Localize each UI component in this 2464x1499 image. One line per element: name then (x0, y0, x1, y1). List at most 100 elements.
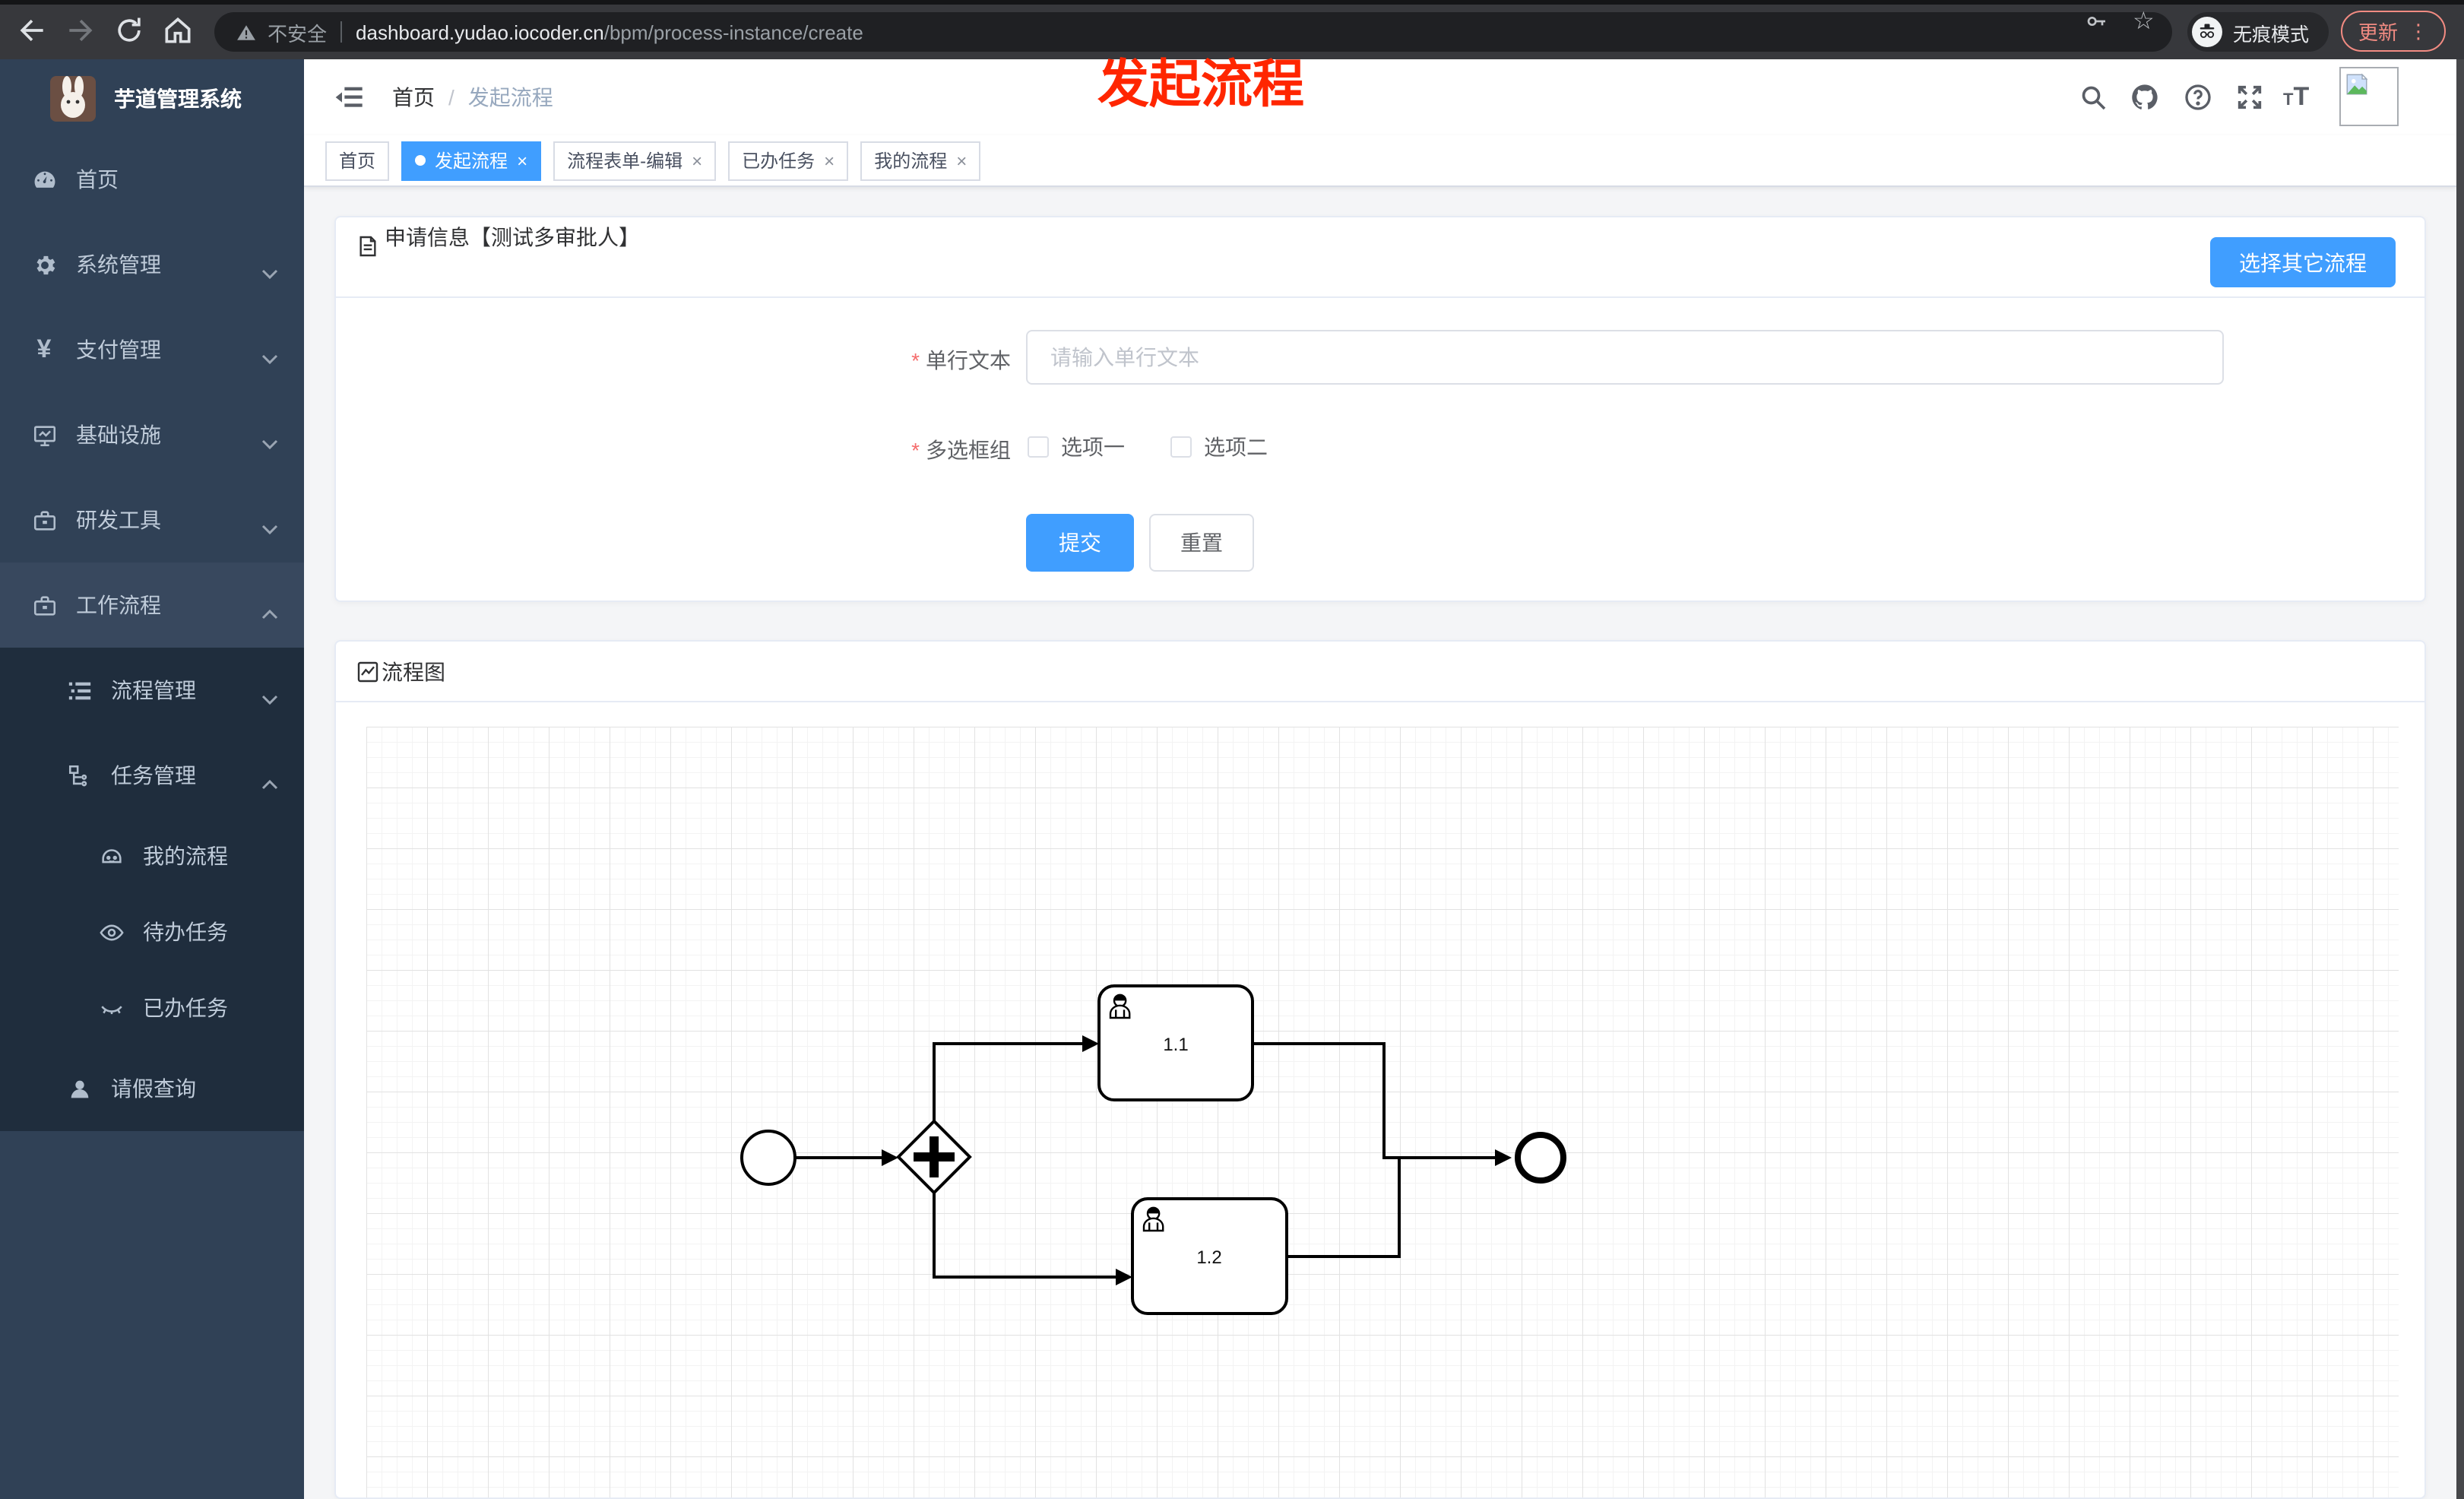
chevron-down-icon (261, 685, 278, 705)
breadcrumb-home[interactable]: 首页 (392, 85, 435, 109)
card-title: 申请信息【测试多审批人】 (385, 224, 640, 249)
submit-button[interactable]: 提交 (1026, 514, 1134, 572)
sidebar-item-workflow[interactable]: 工作流程 (0, 563, 304, 648)
briefcase-icon (30, 591, 58, 619)
sidebar-item-home[interactable]: 首页 (0, 137, 304, 222)
task-label: 1.1 (1163, 1035, 1188, 1055)
task-label: 1.2 (1196, 1247, 1221, 1268)
annotation-text: 发起流程 (1097, 56, 1304, 114)
close-icon[interactable]: × (692, 150, 703, 171)
single-line-text-input[interactable] (1026, 330, 2224, 385)
incognito-badge: 无痕模式 (2187, 12, 2329, 52)
chevron-up-icon (261, 600, 278, 619)
tags-bar: 首页 发起流程× 流程表单-编辑× 已办任务× 我的流程× (304, 135, 2456, 187)
sidebar: 芋道管理系统 首页 系统管理 ¥ 支付管理 基础设施 研发工具 工作 (0, 59, 304, 1499)
chevron-down-icon (261, 344, 278, 364)
back-button[interactable] (15, 14, 49, 47)
tag-start-process[interactable]: 发起流程× (401, 141, 542, 180)
reset-button[interactable]: 重置 (1149, 514, 1254, 572)
logo-row: 芋道管理系统 (0, 59, 304, 137)
browser-scrollbar[interactable] (2456, 59, 2464, 1499)
robot-icon (97, 842, 125, 870)
workflow-submenu: 流程管理 任务管理 我的流程 待办任务 已办任务 请假 (0, 648, 304, 1131)
sidebar-item-my-process[interactable]: 我的流程 (0, 818, 304, 894)
choose-other-process-button[interactable]: 选择其它流程 (2210, 237, 2396, 287)
tag-my-process[interactable]: 我的流程× (860, 141, 981, 180)
gear-icon (30, 251, 58, 278)
toolbox-icon (30, 506, 58, 534)
dashboard-icon (30, 166, 58, 193)
document-icon (356, 234, 380, 258)
eye-icon (97, 918, 125, 946)
flow-diagram-card: 流程图 (334, 640, 2426, 1499)
sidebar-item-task-mgmt[interactable]: 任务管理 (0, 733, 304, 818)
avatar[interactable] (2339, 67, 2399, 126)
home-button[interactable] (161, 14, 195, 47)
sidebar-item-leave-query[interactable]: 请假查询 (0, 1046, 304, 1131)
bpmn-end-event (1515, 1132, 1566, 1184)
insecure-warning-icon (237, 24, 255, 40)
breadcrumb-current: 发起流程 (467, 85, 553, 109)
apply-info-card: 申请信息【测试多审批人】 选择其它流程 *单行文本 *多选框组 选项一 选项二 … (334, 216, 2426, 602)
hamburger-icon[interactable] (334, 82, 365, 113)
tree-icon (65, 762, 93, 789)
close-icon[interactable]: × (517, 150, 528, 171)
tag-done-task[interactable]: 已办任务× (728, 141, 849, 180)
monitor-icon (30, 421, 58, 448)
logo-avatar (50, 75, 96, 121)
sidebar-item-system[interactable]: 系统管理 (0, 222, 304, 307)
sidebar-item-devtools[interactable]: 研发工具 (0, 477, 304, 563)
sidebar-item-done-task[interactable]: 已办任务 (0, 970, 304, 1046)
user-icon (65, 1075, 93, 1102)
incognito-icon (2192, 17, 2222, 47)
bpmn-task-1-2 (1131, 1197, 1288, 1315)
incognito-label: 无痕模式 (2233, 24, 2310, 45)
github-icon[interactable] (2130, 65, 2160, 129)
breadcrumb: 首页 / 发起流程 (392, 59, 553, 135)
app-title: 芋道管理系统 (114, 86, 242, 110)
field-label-text: *单行文本 (911, 348, 1011, 372)
checkbox-option2[interactable] (1170, 436, 1192, 458)
chevron-up-icon (261, 770, 278, 789)
sidebar-item-pay[interactable]: ¥ 支付管理 (0, 307, 304, 392)
card-header: 申请信息【测试多审批人】 选择其它流程 (336, 217, 2424, 298)
reload-button[interactable] (112, 14, 146, 47)
bookmark-star-icon[interactable]: ☆ (2133, 9, 2155, 35)
tag-form-edit[interactable]: 流程表单-编辑× (553, 141, 717, 180)
broken-image-icon (2346, 73, 2368, 95)
flowchart-icon (356, 660, 380, 684)
content: 申请信息【测试多审批人】 选择其它流程 *单行文本 *多选框组 选项一 选项二 … (304, 189, 2456, 1499)
checkbox-option1[interactable] (1028, 436, 1049, 458)
fullscreen-icon[interactable] (2234, 65, 2265, 129)
yen-icon: ¥ (36, 334, 52, 363)
password-key-icon[interactable] (2084, 9, 2108, 33)
address-bar[interactable]: 不安全 dashboard.yudao.iocoder.cn/bpm/proce… (214, 12, 2172, 52)
sidebar-item-infra[interactable]: 基础设施 (0, 392, 304, 477)
search-icon[interactable] (2078, 65, 2108, 129)
sidebar-item-process-mgmt[interactable]: 流程管理 (0, 648, 304, 733)
help-icon[interactable] (2183, 65, 2213, 129)
browser-chrome: 不安全 dashboard.yudao.iocoder.cn/bpm/proce… (0, 0, 2464, 59)
sidebar-item-todo-task[interactable]: 待办任务 (0, 894, 304, 970)
url-divider (340, 21, 343, 43)
url-path: /bpm/process-instance/create (603, 21, 863, 43)
chrome-menu-icon[interactable]: ⋮ (2409, 19, 2428, 42)
card-header: 流程图 (336, 642, 2424, 702)
card-title: 流程图 (382, 660, 445, 684)
close-icon[interactable]: × (956, 150, 968, 171)
tag-home[interactable]: 首页 (325, 141, 390, 180)
close-icon[interactable]: × (824, 150, 835, 171)
field-label-checkbox: *多选框组 (911, 438, 1011, 462)
chevron-down-icon (261, 429, 278, 449)
bpmn-canvas[interactable]: 1.1 1.2 (366, 727, 2399, 1497)
active-dot (415, 155, 426, 166)
chevron-down-icon (261, 259, 278, 279)
forward-button[interactable] (64, 14, 97, 47)
security-label: 不安全 (268, 22, 328, 45)
checkbox-group: 选项一 选项二 (1028, 435, 1268, 459)
chrome-update-button[interactable]: 更新 ⋮ (2341, 11, 2446, 52)
